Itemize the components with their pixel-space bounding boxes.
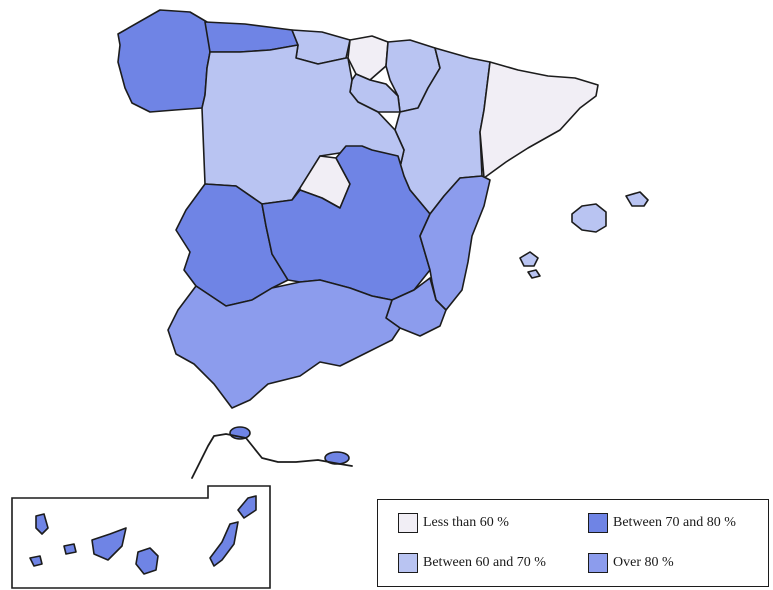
legend-label: Over 80 % — [613, 555, 674, 570]
region-balearic-formentera — [527, 269, 541, 279]
legend: Less than 60 % Between 70 and 80 % Betwe… — [377, 499, 769, 587]
region-balearic-mallorca — [571, 203, 607, 233]
region-canary-la-palma — [35, 513, 49, 535]
region-galicia — [117, 9, 211, 113]
region-canary-el-hierro — [29, 555, 43, 567]
legend-label: Between 70 and 80 % — [613, 515, 736, 530]
legend-swatch — [398, 513, 418, 533]
region-canary-lanzarote — [237, 495, 257, 519]
region-basque-country — [347, 35, 389, 81]
legend-item-less-than-60: Less than 60 % — [398, 513, 509, 533]
legend-item-between-60-70: Between 60 and 70 % — [398, 553, 546, 573]
region-canary-fuerteventura — [209, 521, 239, 567]
legend-label: Less than 60 % — [423, 515, 509, 530]
legend-swatch — [398, 553, 418, 573]
region-canary-tenerife — [91, 527, 127, 561]
region-balearic-ibiza — [519, 251, 539, 267]
legend-item-between-70-80: Between 70 and 80 % — [588, 513, 736, 533]
north-africa-coastline — [191, 433, 353, 479]
legend-label: Between 60 and 70 % — [423, 555, 546, 570]
region-canary-gran-canaria — [135, 547, 159, 575]
region-canary-la-gomera — [63, 543, 77, 555]
region-andalusia — [167, 279, 401, 409]
legend-swatch — [588, 513, 608, 533]
legend-swatch — [588, 553, 608, 573]
legend-item-over-80: Over 80 % — [588, 553, 674, 573]
canary-islands-inset-frame — [11, 485, 271, 589]
region-balearic-menorca — [625, 191, 649, 207]
region-catalonia — [479, 61, 599, 179]
